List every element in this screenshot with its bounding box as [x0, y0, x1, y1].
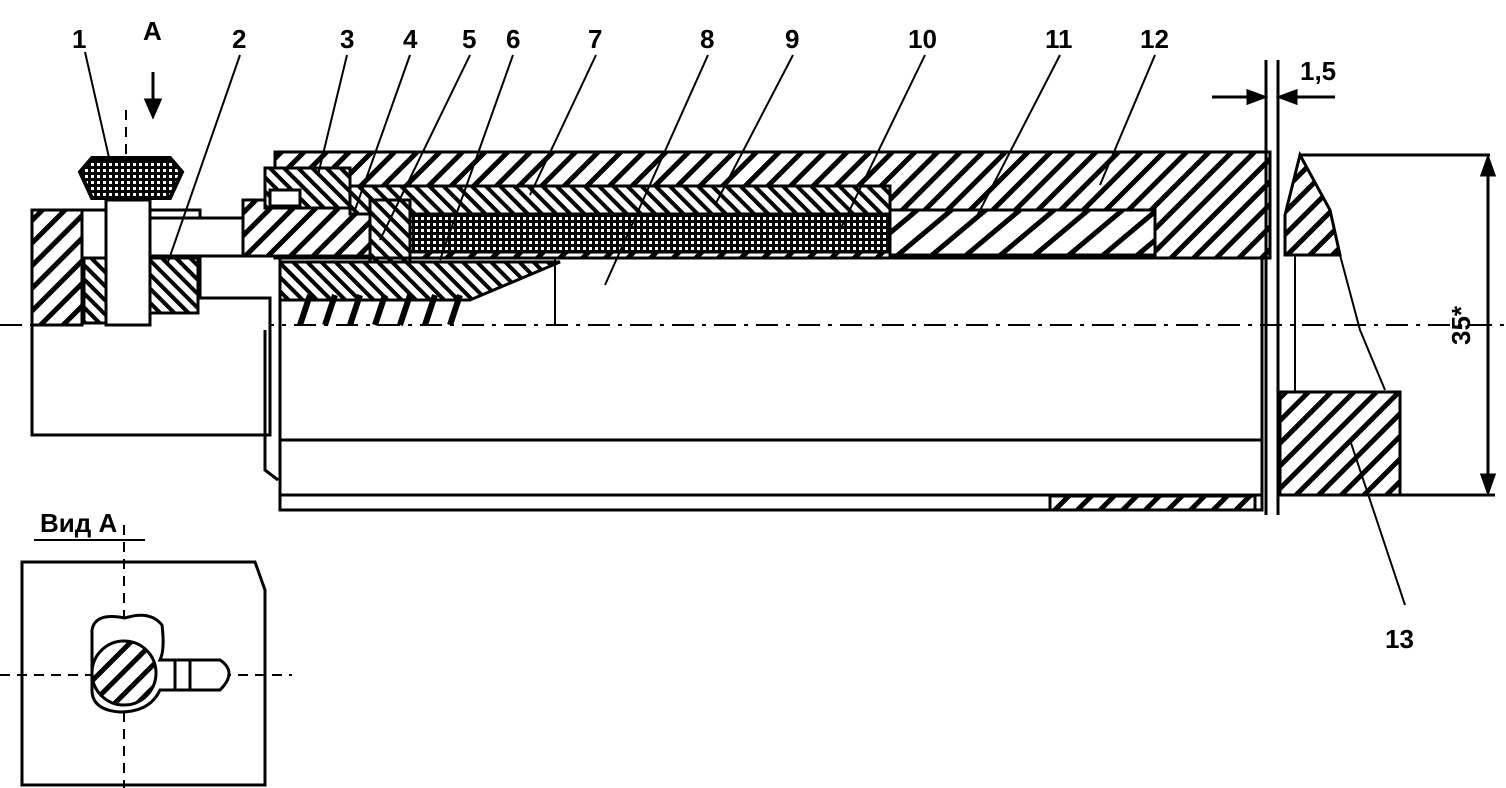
label-1: 1	[72, 24, 86, 54]
label-4: 4	[403, 24, 418, 54]
dimension-gap: 1,5	[1300, 56, 1336, 86]
label-11: 11	[1045, 24, 1073, 54]
label-A: A	[143, 16, 162, 46]
part-labels: 1 A 2 3 4 5 6 7 8 9 10 11 12 13 1,5 35*	[72, 16, 1476, 654]
label-9: 9	[785, 24, 799, 54]
label-6: 6	[506, 24, 520, 54]
label-13: 13	[1385, 624, 1414, 654]
label-12: 12	[1140, 24, 1169, 54]
main-assembly	[0, 51, 1506, 606]
view-a: Вид A	[0, 508, 292, 788]
label-3: 3	[340, 24, 354, 54]
label-8: 8	[700, 24, 714, 54]
dimension-height: 35*	[1446, 305, 1476, 345]
view-a-title: Вид A	[40, 508, 117, 538]
label-2: 2	[232, 24, 246, 54]
label-7: 7	[588, 24, 602, 54]
label-10: 10	[908, 24, 937, 54]
label-5: 5	[462, 24, 476, 54]
